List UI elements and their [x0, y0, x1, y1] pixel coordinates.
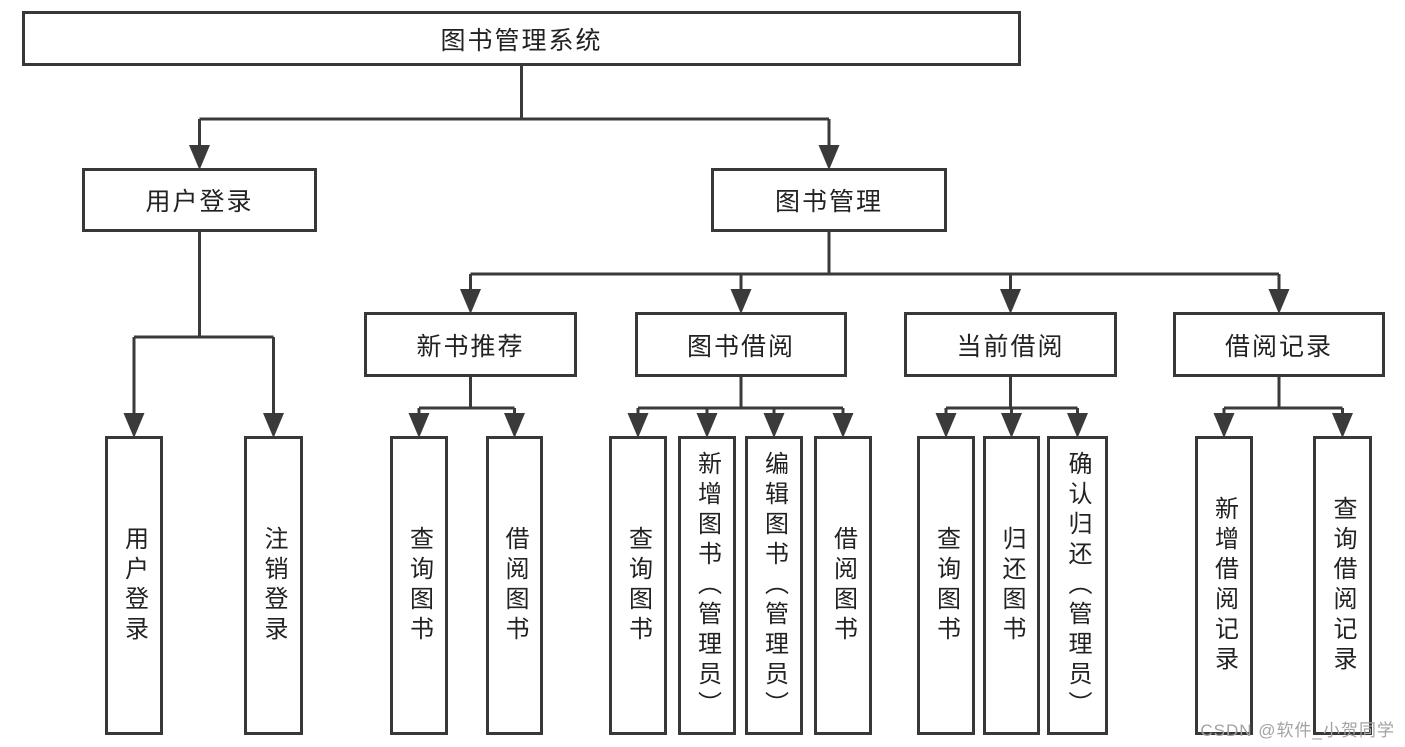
node-rec-query: 查询图书: [390, 436, 448, 735]
node-root: 图书管理系统: [22, 11, 1021, 66]
node-rec: 新书推荐: [364, 312, 577, 377]
arrowhead-current: [1000, 289, 1021, 314]
arrowhead-recd-add: [1213, 413, 1235, 438]
arrowhead-rec-query: [408, 413, 430, 438]
arrowhead-login-user: [123, 413, 145, 438]
arrowhead-recd-query: [1332, 413, 1353, 438]
arrowhead-borrow-edit: [763, 413, 785, 438]
node-current: 当前借阅: [904, 312, 1117, 377]
arrowhead-cur-return: [1001, 413, 1022, 438]
arrowhead-mgmt: [818, 145, 840, 170]
node-login: 用户登录: [82, 168, 317, 232]
arrowhead-borrow-borrow: [832, 413, 854, 438]
node-cur-query: 查询图书: [917, 436, 975, 735]
node-borrow-add: 新增图书（管理员）: [678, 436, 736, 735]
node-login-logout: 注销登录: [244, 436, 303, 735]
arrowhead-records: [1268, 289, 1290, 314]
arrowhead-borrow-add: [696, 413, 718, 438]
arrowhead-rec-borrow: [504, 413, 525, 438]
node-borrow-edit: 编辑图书（管理员）: [745, 436, 803, 735]
arrowhead-borrow: [730, 289, 752, 314]
node-rec-borrow: 借阅图书: [486, 436, 543, 735]
node-recd-query: 查询借阅记录: [1313, 436, 1372, 735]
connector-lines: [132, 64, 1344, 417]
node-borrow-borrow: 借阅图书: [814, 436, 872, 735]
watermark: CSDN @软件_小贺同学: [1200, 721, 1395, 740]
arrowhead-cur-query: [935, 413, 957, 438]
arrowhead-login-logout: [263, 413, 284, 438]
node-borrow: 图书借阅: [635, 312, 847, 377]
node-recd-add: 新增借阅记录: [1195, 436, 1253, 735]
arrowhead-login: [189, 145, 210, 170]
arrowhead-borrow-query: [627, 413, 649, 438]
node-records: 借阅记录: [1173, 312, 1385, 377]
arrowhead-cur-confirm: [1067, 413, 1088, 438]
node-mgmt: 图书管理: [711, 168, 947, 232]
node-login-user: 用户登录: [105, 436, 163, 735]
node-borrow-query: 查询图书: [609, 436, 667, 735]
node-cur-confirm: 确认归还（管理员）: [1047, 436, 1108, 735]
arrowhead-rec: [460, 289, 481, 314]
node-cur-return: 归还图书: [983, 436, 1040, 735]
